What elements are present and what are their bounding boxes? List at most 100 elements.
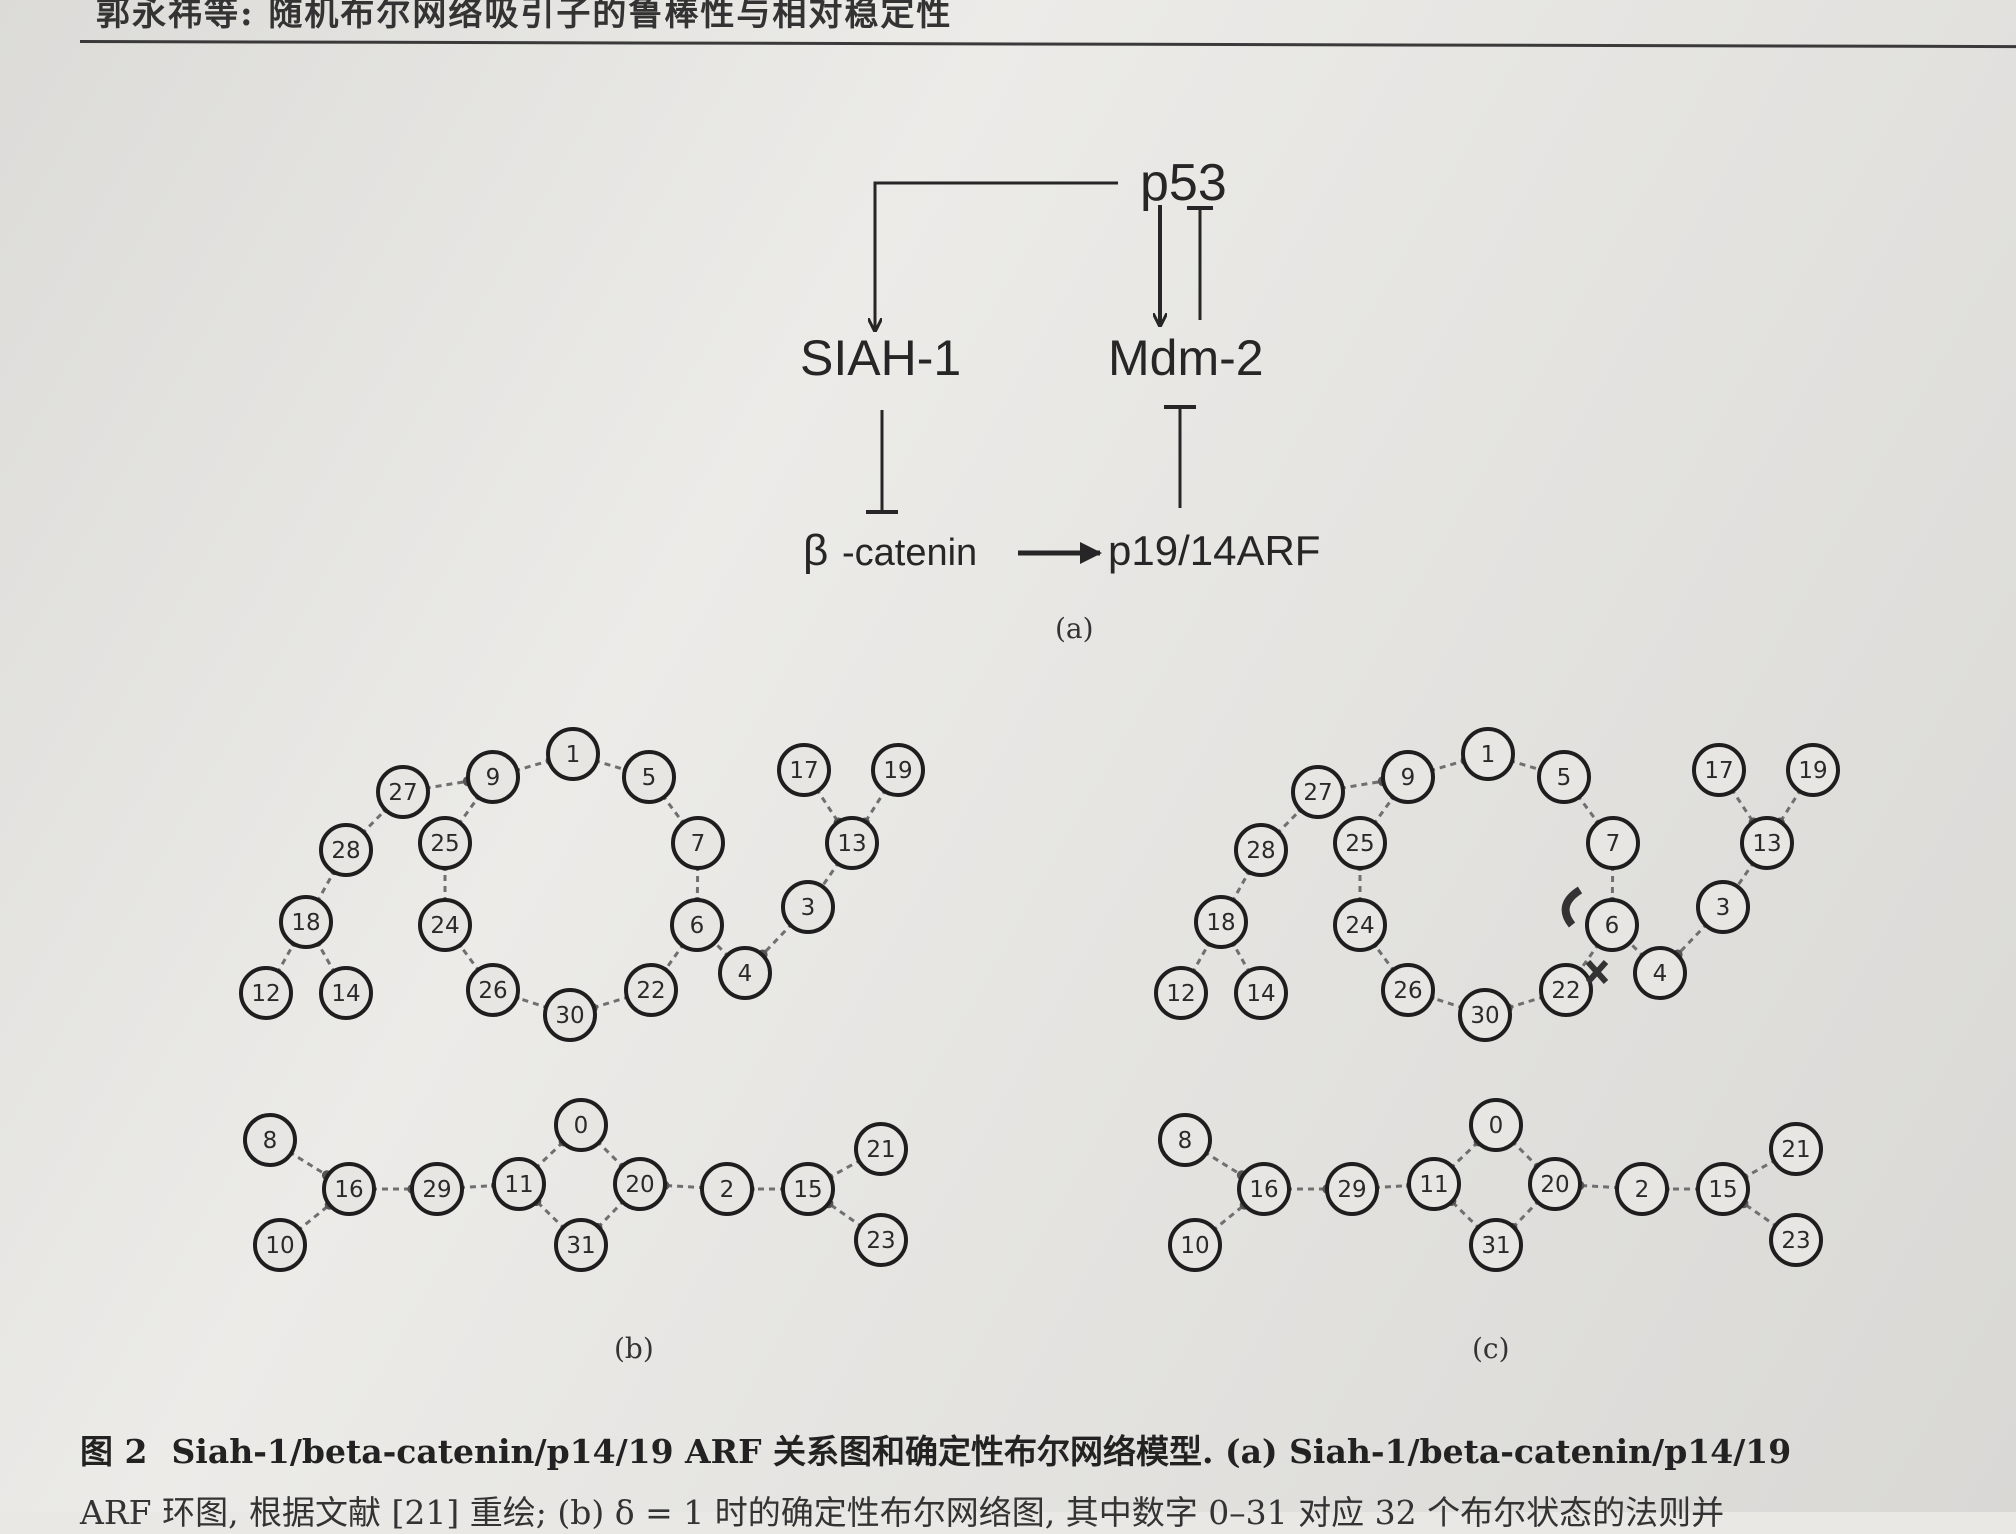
state-node-label-15: 15 [793,1177,822,1203]
state-node-label-14: 14 [1246,981,1275,1007]
state-node-label-15: 15 [1708,1177,1737,1203]
state-node-label-1: 1 [1481,742,1496,768]
state-node-label-25: 25 [430,831,459,857]
state-node-label-4: 4 [738,961,753,987]
perturbation-mark-6 [1561,886,1583,928]
state-node-22 [1539,963,1593,1017]
state-node-label-0: 0 [1489,1113,1504,1139]
state-node-label-3: 3 [1716,895,1731,921]
state-node-8 [243,1113,297,1167]
state-node-1 [1461,727,1515,781]
state-node-label-28: 28 [1246,838,1275,864]
perturbation-mark-22 [1585,959,1609,985]
panel-b-label: (b) [614,1332,654,1365]
state-node-16 [1237,1162,1291,1216]
state-node-14 [1234,966,1288,1020]
state-node-20 [1528,1157,1582,1211]
state-node-label-28: 28 [331,838,360,864]
state-node-label-17: 17 [1704,758,1733,784]
state-node-28 [1234,823,1288,877]
state-node-label-31: 31 [566,1233,595,1259]
state-node-label-10: 10 [265,1233,294,1259]
state-node-label-26: 26 [478,978,507,1004]
state-node-5 [1537,750,1591,804]
state-node-label-10: 10 [1180,1233,1209,1259]
state-node-24 [1333,898,1387,952]
state-node-0 [1469,1098,1523,1152]
state-node-label-17: 17 [789,758,818,784]
state-node-21 [854,1122,908,1176]
state-node-label-21: 21 [866,1137,895,1163]
state-node-4 [718,946,772,1000]
state-node-label-1: 1 [566,742,581,768]
state-node-3 [781,880,835,934]
state-node-label-8: 8 [263,1128,278,1154]
state-node-29 [410,1162,464,1216]
state-node-6 [670,898,724,952]
state-node-17 [1692,743,1746,797]
state-node-18 [1194,895,1248,949]
state-node-label-12: 12 [1166,981,1195,1007]
state-node-27 [1291,765,1345,819]
node-beta-symbol: β [803,526,828,575]
state-node-7 [1586,816,1640,870]
state-node-label-20: 20 [625,1172,654,1198]
state-node-13 [1740,816,1794,870]
state-node-label-31: 31 [1481,1233,1510,1259]
state-node-label-27: 27 [388,780,417,806]
state-node-label-30: 30 [555,1003,584,1029]
state-node-11 [1407,1157,1461,1211]
state-node-23 [854,1213,908,1267]
state-node-label-25: 25 [1345,831,1374,857]
state-node-label-12: 12 [251,981,280,1007]
state-node-29 [1325,1162,1379,1216]
state-node-label-7: 7 [691,831,706,857]
state-node-19 [871,743,925,797]
state-node-26 [466,963,520,1017]
state-node-12 [239,966,293,1020]
state-node-label-27: 27 [1303,780,1332,806]
node-mdm2: Mdm-2 [1108,330,1264,386]
state-node-31 [1469,1218,1523,1272]
state-node-2 [700,1162,754,1216]
state-node-label-5: 5 [1557,765,1572,791]
panel-a-label: (a) [1055,612,1094,645]
figure-number: 图 2 [80,1432,148,1471]
state-node-label-29: 29 [1337,1177,1366,1203]
state-node-label-21: 21 [1781,1137,1810,1163]
state-node-label-23: 23 [1781,1228,1810,1254]
panel-a-diagram: p53 SIAH-1 Mdm-2 β -catenin p19/14ARF (a… [800,154,1320,645]
state-node-10 [1168,1218,1222,1272]
panel-c-label: (c) [1472,1332,1510,1365]
state-node-label-19: 19 [1798,758,1827,784]
state-node-17 [777,743,831,797]
state-node-19 [1786,743,1840,797]
node-siah1: SIAH-1 [800,330,961,386]
state-node-label-16: 16 [334,1177,363,1203]
edge-p53-siah1 [875,181,1118,330]
state-node-22 [624,963,678,1017]
state-node-label-11: 11 [1419,1172,1448,1198]
state-node-9 [466,750,520,804]
node-arf: p19/14ARF [1108,527,1320,574]
state-node-5 [622,750,676,804]
state-node-24 [418,898,472,952]
state-node-label-6: 6 [690,913,705,939]
node-p53: p53 [1140,154,1227,212]
state-node-28 [319,823,373,877]
state-node-15 [781,1162,835,1216]
state-node-label-5: 5 [642,765,657,791]
state-node-30 [1458,988,1512,1042]
state-node-16 [322,1162,376,1216]
state-node-7 [671,816,725,870]
state-node-label-30: 30 [1470,1003,1499,1029]
state-node-25 [418,816,472,870]
state-node-label-11: 11 [504,1172,533,1198]
state-node-label-20: 20 [1540,1172,1569,1198]
state-node-label-2: 2 [720,1177,735,1203]
